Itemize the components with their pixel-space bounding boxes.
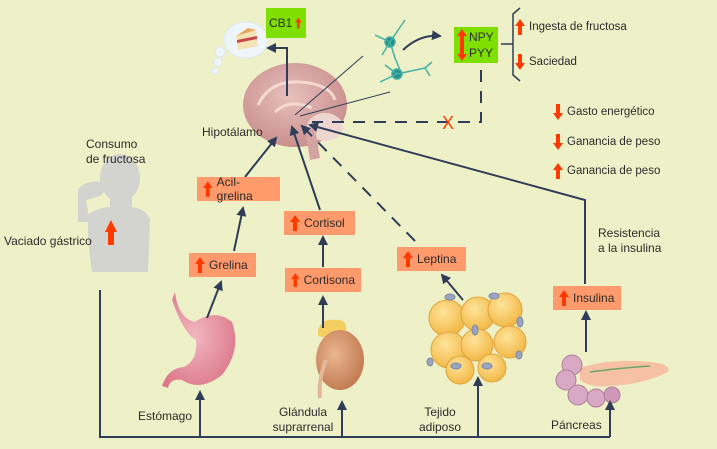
arrow-up-icon bbox=[457, 29, 467, 45]
arrow-down-icon bbox=[553, 104, 563, 120]
npy-pyy-box: NPY PYY bbox=[454, 27, 498, 63]
pyy-label: PYY bbox=[469, 46, 494, 60]
vaciado-arrow-up-icon bbox=[105, 220, 117, 245]
arrow-down-icon bbox=[553, 134, 563, 150]
organ-label-tejido-1: Tejido bbox=[424, 405, 456, 419]
arrow-down-icon bbox=[457, 45, 467, 61]
resistance-label-line1: Resistencia bbox=[598, 226, 661, 240]
cb1-box: CB1 bbox=[266, 8, 306, 38]
arrow-down-icon bbox=[515, 54, 525, 70]
hormone-cortisona: Cortisona bbox=[285, 268, 361, 292]
hipotalamo-label: Hipotálamo bbox=[202, 125, 263, 139]
grelina-to-acil bbox=[233, 206, 247, 252]
bottom-bus-line bbox=[99, 290, 610, 438]
stomach-to-grelina bbox=[206, 280, 223, 319]
hormone-insulina: Insulina bbox=[553, 286, 621, 310]
adipose-tissue-illustration bbox=[426, 292, 527, 385]
person-silhouette bbox=[78, 154, 150, 272]
arrow-up-icon bbox=[515, 19, 525, 35]
connectors bbox=[99, 7, 615, 438]
brain-to-cb1 bbox=[266, 43, 288, 96]
arrow-up-icon bbox=[295, 17, 302, 29]
blocked-marker: X bbox=[442, 113, 454, 133]
arrow-up-icon bbox=[553, 163, 563, 179]
thought-bubble bbox=[211, 21, 269, 75]
arrow-up-icon bbox=[403, 251, 413, 267]
arrow-up-icon bbox=[290, 215, 300, 231]
hormone-grelina: Grelina bbox=[189, 253, 256, 277]
neurons-to-npy bbox=[402, 30, 442, 51]
organ-label-glandula-2: suprarrenal bbox=[272, 420, 334, 434]
hormone-leptina: Leptina bbox=[397, 247, 466, 271]
arrow-up-icon bbox=[203, 181, 213, 197]
effect-saciedad: Saciedad bbox=[515, 54, 577, 70]
cb1-label: CB1 bbox=[269, 16, 293, 30]
person-label-line2: de fructosa bbox=[86, 152, 146, 166]
organ-label-tejido-2: adiposo bbox=[418, 420, 462, 434]
insulina-to-brain bbox=[308, 122, 586, 284]
arrow-up-icon bbox=[291, 273, 300, 287]
adipose-to-leptina bbox=[440, 273, 464, 301]
arrow-up-icon bbox=[559, 290, 569, 306]
resistance-label-line2: a la insulina bbox=[598, 241, 662, 255]
pancreas-illustration bbox=[555, 354, 669, 408]
vaciado-label: Vaciado gástrico bbox=[4, 234, 92, 248]
kidney-illustration bbox=[316, 319, 364, 399]
hormone-cortisol: Cortisol bbox=[284, 211, 355, 235]
organ-label-estomago: Estómago bbox=[138, 409, 193, 423]
brain-illustration bbox=[243, 63, 347, 160]
effect-ingesta: Ingesta de fructosa bbox=[515, 19, 627, 35]
hormone-acil-grelina: Acil-grelina bbox=[197, 175, 280, 203]
cortisol-to-brain bbox=[289, 125, 321, 211]
effect-ganancia-down: Ganancia de peso bbox=[553, 134, 660, 150]
cake-slice-icon bbox=[236, 28, 258, 50]
effect-gasto: Gasto energético bbox=[553, 104, 655, 120]
organ-label-pancreas: Páncreas bbox=[551, 418, 602, 432]
organ-label-glandula-1: Glándula bbox=[278, 405, 328, 419]
leptina-to-brain bbox=[300, 124, 416, 242]
acil-to-brain bbox=[244, 136, 278, 178]
neuron-icon bbox=[374, 19, 433, 83]
npy-feedback-dashed bbox=[312, 70, 482, 123]
person-label-line1: Consumo bbox=[86, 137, 138, 151]
stomach-illustration bbox=[162, 292, 236, 388]
npy-label: NPY bbox=[469, 30, 494, 44]
arrow-up-icon bbox=[195, 257, 205, 273]
effect-ganancia-up: Ganancia de peso bbox=[553, 163, 660, 179]
